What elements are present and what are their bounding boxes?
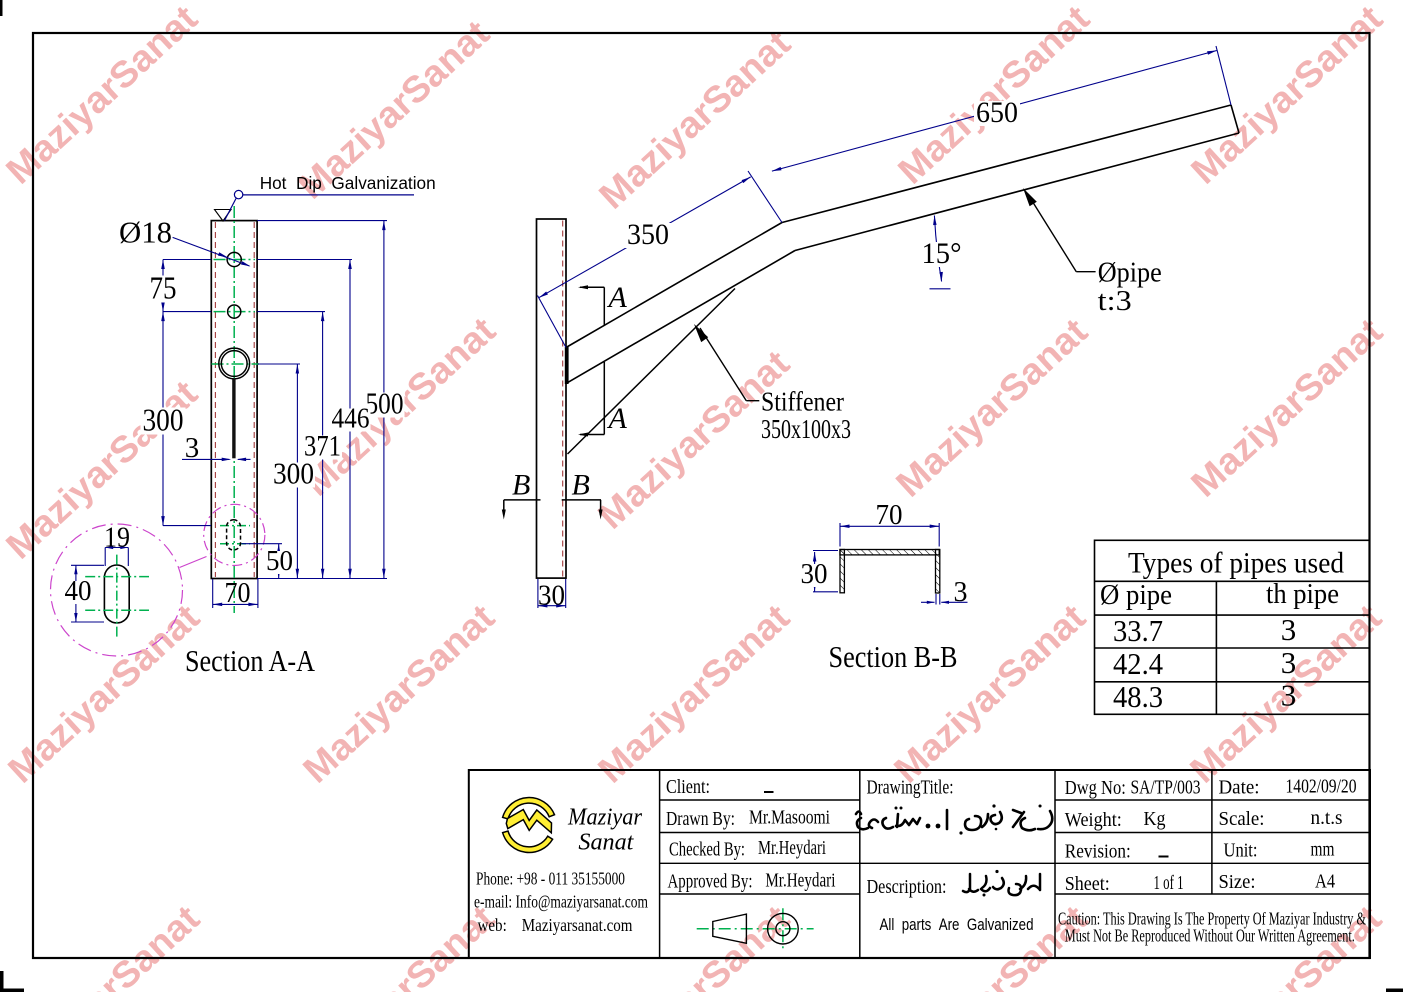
svg-text:1 of 1: 1 of 1 [1154, 872, 1184, 894]
svg-text:70: 70 [225, 578, 251, 609]
svg-text:Maziyar: Maziyar [567, 805, 643, 831]
svg-text:1402/09/20: 1402/09/20 [1286, 776, 1357, 798]
svg-text:Drawn By:: Drawn By: [666, 808, 735, 830]
svg-text:650: 650 [976, 96, 1018, 129]
svg-text:19: 19 [104, 523, 130, 554]
svg-text:3: 3 [1281, 612, 1297, 647]
svg-text:Ø18: Ø18 [119, 215, 172, 250]
svg-text:Kg: Kg [1144, 808, 1166, 830]
svg-text:300: 300 [143, 402, 184, 438]
svg-text:B: B [572, 469, 590, 502]
svg-text:350x100x3: 350x100x3 [761, 414, 851, 444]
svg-text:SA/TP/003: SA/TP/003 [1131, 776, 1201, 798]
svg-text:Stiffener: Stiffener [761, 387, 844, 417]
svg-text:Approved By:: Approved By: [668, 871, 753, 893]
svg-text:70: 70 [876, 500, 903, 531]
svg-text:30: 30 [538, 581, 565, 612]
svg-text:350: 350 [627, 218, 669, 251]
svg-text:Section B-B: Section B-B [829, 639, 958, 674]
svg-text:Mr.Heydari: Mr.Heydari [765, 869, 835, 891]
svg-text:Phone: +98 - 011 35155000: Phone: +98 - 011 35155000 [476, 869, 625, 889]
svg-text:A: A [607, 402, 628, 435]
svg-text:n.t.s: n.t.s [1311, 807, 1343, 829]
svg-text:33.7: 33.7 [1113, 613, 1163, 648]
svg-text:Section A-A: Section A-A [185, 643, 316, 678]
svg-text:Ø pipe: Ø pipe [1100, 580, 1172, 611]
svg-text:42.4: 42.4 [1113, 646, 1163, 681]
svg-text:mm: mm [1311, 838, 1335, 860]
svg-text:Revision:: Revision: [1065, 840, 1131, 862]
svg-text:500: 500 [366, 386, 404, 421]
svg-text:Description:: Description: [867, 876, 947, 898]
svg-text:30: 30 [801, 559, 828, 590]
svg-text:Sheet:: Sheet: [1065, 873, 1110, 895]
svg-text:446: 446 [332, 403, 370, 435]
svg-text:e-mail: Info@maziyarsanat.com: e-mail: Info@maziyarsanat.com [474, 892, 648, 912]
svg-text:Caution: This Drawing Is The P: Caution: This Drawing Is The Property Of… [1058, 909, 1366, 929]
svg-text:3: 3 [185, 432, 200, 464]
svg-text:75: 75 [150, 270, 177, 306]
svg-text:3: 3 [954, 577, 968, 608]
svg-text:300: 300 [273, 456, 314, 491]
svg-text:Client:: Client: [666, 776, 710, 798]
svg-text:A: A [607, 281, 628, 314]
svg-text:DrawingTitle:: DrawingTitle: [867, 776, 954, 798]
svg-text:3: 3 [1281, 645, 1297, 680]
svg-text:Scale:: Scale: [1219, 808, 1265, 830]
svg-text:Date:: Date: [1219, 776, 1260, 798]
svg-text:A4: A4 [1315, 870, 1335, 892]
svg-text:t:3: t:3 [1098, 285, 1132, 317]
svg-text:B: B [512, 469, 530, 502]
svg-text:Must Not Be Reproduced Without: Must Not Be Reproduced Without Our Writt… [1065, 926, 1355, 946]
svg-text:371: 371 [304, 430, 341, 463]
svg-text:3: 3 [1281, 678, 1297, 713]
svg-text:Weight:: Weight: [1065, 809, 1122, 831]
svg-text:Øpipe: Øpipe [1098, 257, 1162, 289]
svg-text:Size:: Size: [1219, 871, 1256, 893]
svg-text:Mr.Heydari: Mr.Heydari [758, 837, 826, 859]
svg-text:Unit:: Unit: [1224, 839, 1258, 861]
svg-text:th pipe: th pipe [1266, 579, 1339, 610]
svg-text:15°: 15° [922, 237, 962, 270]
svg-text:All parts Are Galvanized: All parts Are Galvanized [880, 915, 1034, 934]
svg-text:48.3: 48.3 [1113, 679, 1163, 714]
svg-text:Hot Dip Galvanization: Hot Dip Galvanization [260, 173, 436, 193]
svg-text:Dwg No:: Dwg No: [1065, 777, 1126, 799]
svg-text:Mr.Masoomi: Mr.Masoomi [749, 807, 830, 829]
svg-text:Sanat: Sanat [578, 829, 634, 855]
svg-text:web: Maziyarsanat.com: web: Maziyarsanat.com [478, 915, 633, 935]
svg-text:Checked By:: Checked By: [669, 839, 745, 861]
svg-text:40: 40 [65, 576, 92, 607]
svg-text:50: 50 [266, 546, 293, 577]
svg-text:Types of pipes used: Types of pipes used [1128, 547, 1344, 580]
